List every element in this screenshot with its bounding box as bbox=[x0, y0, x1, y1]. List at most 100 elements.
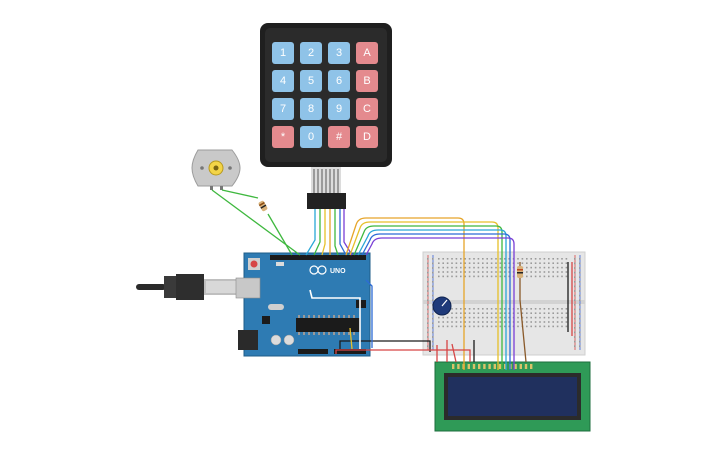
keypad-key-label: 2 bbox=[308, 47, 314, 59]
keypad-key-0-0[interactable]: 1 bbox=[272, 42, 294, 64]
breadboard-hole bbox=[468, 308, 471, 310]
keypad-key-1-0[interactable]: 4 bbox=[272, 70, 294, 92]
breadboard-hole bbox=[427, 327, 429, 329]
lcd-pin bbox=[514, 364, 517, 369]
keypad-key-2-1[interactable]: 8 bbox=[300, 98, 322, 120]
breadboard-hole bbox=[460, 266, 462, 269]
breadboard-hole bbox=[455, 266, 458, 269]
breadboard-hole bbox=[574, 331, 576, 334]
breadboard-hole bbox=[539, 258, 541, 260]
breadboard-hole bbox=[477, 275, 480, 278]
keypad-key-2-2[interactable]: 9 bbox=[328, 98, 350, 120]
arduino-board[interactable]: UNO bbox=[235, 252, 371, 357]
keypad-key-3-1[interactable]: 0 bbox=[300, 126, 322, 148]
breadboard-hole bbox=[574, 285, 576, 288]
breadboard-hole bbox=[499, 258, 502, 260]
breadboard-hole bbox=[473, 262, 475, 264]
keypad-key-1-3[interactable]: B bbox=[356, 70, 378, 92]
breadboard-hole bbox=[579, 281, 581, 283]
lcd-pin bbox=[488, 364, 491, 369]
breadboard-hole bbox=[579, 294, 581, 297]
breadboard-hole bbox=[495, 316, 497, 319]
potentiometer[interactable] bbox=[432, 296, 452, 316]
breadboard-hole bbox=[427, 262, 429, 265]
lcd-pin bbox=[504, 364, 507, 369]
breadboard-hole bbox=[490, 258, 493, 260]
breadboard-resistor[interactable] bbox=[517, 266, 523, 278]
resistor[interactable] bbox=[258, 200, 268, 212]
breadboard-hole bbox=[464, 308, 466, 310]
breadboard-hole bbox=[499, 266, 502, 269]
breadboard-hole bbox=[534, 275, 537, 278]
breadboard-hole bbox=[548, 271, 550, 273]
breadboard-hole bbox=[548, 275, 550, 278]
breadboard-hole bbox=[565, 262, 568, 264]
lcd-display[interactable] bbox=[434, 361, 591, 432]
keypad-key-1-1[interactable]: 5 bbox=[300, 70, 322, 92]
breadboard-hole bbox=[442, 316, 444, 319]
keypad-key-3-2[interactable]: # bbox=[328, 126, 350, 148]
breadboard-hole bbox=[504, 321, 506, 323]
breadboard-hole bbox=[432, 340, 434, 343]
breadboard-hole bbox=[486, 312, 488, 314]
breadboard-hole bbox=[460, 271, 462, 273]
breadboard-hole bbox=[534, 271, 537, 273]
breadboard-hole bbox=[552, 271, 554, 273]
breadboard-hole bbox=[468, 316, 471, 319]
dc-motor[interactable] bbox=[191, 149, 241, 190]
breadboard-hole bbox=[521, 262, 524, 264]
breadboard-hole bbox=[468, 321, 471, 323]
breadboard-hole bbox=[495, 275, 497, 278]
breadboard-hole bbox=[490, 275, 493, 278]
breadboard-hole bbox=[565, 321, 568, 323]
keypad-key-2-0[interactable]: 7 bbox=[272, 98, 294, 120]
keypad-key-0-1[interactable]: 2 bbox=[300, 42, 322, 64]
keypad-key-3-0[interactable]: * bbox=[272, 126, 294, 148]
keypad-key-1-2[interactable]: 6 bbox=[328, 70, 350, 92]
arduino-model-label: UNO bbox=[330, 268, 346, 275]
breadboard-hole bbox=[539, 316, 541, 319]
keypad-key-label: # bbox=[336, 131, 343, 143]
keypad-key-0-3[interactable]: A bbox=[356, 42, 378, 64]
breadboard-hole bbox=[530, 321, 532, 323]
keypad-key-2-3[interactable]: C bbox=[356, 98, 378, 120]
keypad-key-face bbox=[328, 70, 350, 92]
breadboard-hole bbox=[504, 271, 506, 273]
breadboard-hole bbox=[561, 275, 563, 278]
breadboard-hole bbox=[464, 275, 466, 278]
keypad-key-3-3[interactable]: D bbox=[356, 126, 378, 148]
breadboard-hole bbox=[534, 321, 537, 323]
breadboard-hole bbox=[495, 325, 497, 328]
breadboard-hole bbox=[526, 308, 528, 310]
breadboard-hole bbox=[543, 312, 546, 314]
breadboard-hole bbox=[432, 258, 434, 260]
keypad-key-label: 6 bbox=[336, 75, 342, 87]
keypad-key-0-2[interactable]: 3 bbox=[328, 42, 350, 64]
breadboard-hole bbox=[442, 266, 444, 269]
breadboard-hole bbox=[442, 262, 444, 264]
breadboard-hole bbox=[526, 275, 528, 278]
breadboard-hole bbox=[539, 308, 541, 310]
breadboard-hole bbox=[534, 262, 537, 264]
keypad-key-face bbox=[300, 126, 322, 148]
breadboard-hole bbox=[521, 258, 524, 260]
breadboard-hole bbox=[504, 262, 506, 264]
breadboard-hole bbox=[548, 258, 550, 260]
breadboard-hole bbox=[574, 304, 576, 306]
breadboard-hole bbox=[460, 262, 462, 264]
breadboard-hole bbox=[455, 258, 458, 260]
wire-lcd-6 bbox=[365, 237, 515, 370]
usb-cable[interactable] bbox=[136, 274, 238, 300]
breadboard-hole bbox=[561, 312, 563, 314]
breadboard-hole bbox=[517, 258, 519, 260]
breadboard-hole bbox=[432, 345, 434, 347]
keypad-key-face bbox=[328, 98, 350, 120]
breadboard-hole bbox=[432, 271, 434, 274]
breadboard-hole bbox=[508, 308, 510, 310]
breadboard-hole bbox=[543, 262, 546, 264]
breadboard-hole bbox=[473, 316, 475, 319]
breadboard-hole bbox=[574, 313, 576, 315]
keypad-key-face bbox=[272, 70, 294, 92]
